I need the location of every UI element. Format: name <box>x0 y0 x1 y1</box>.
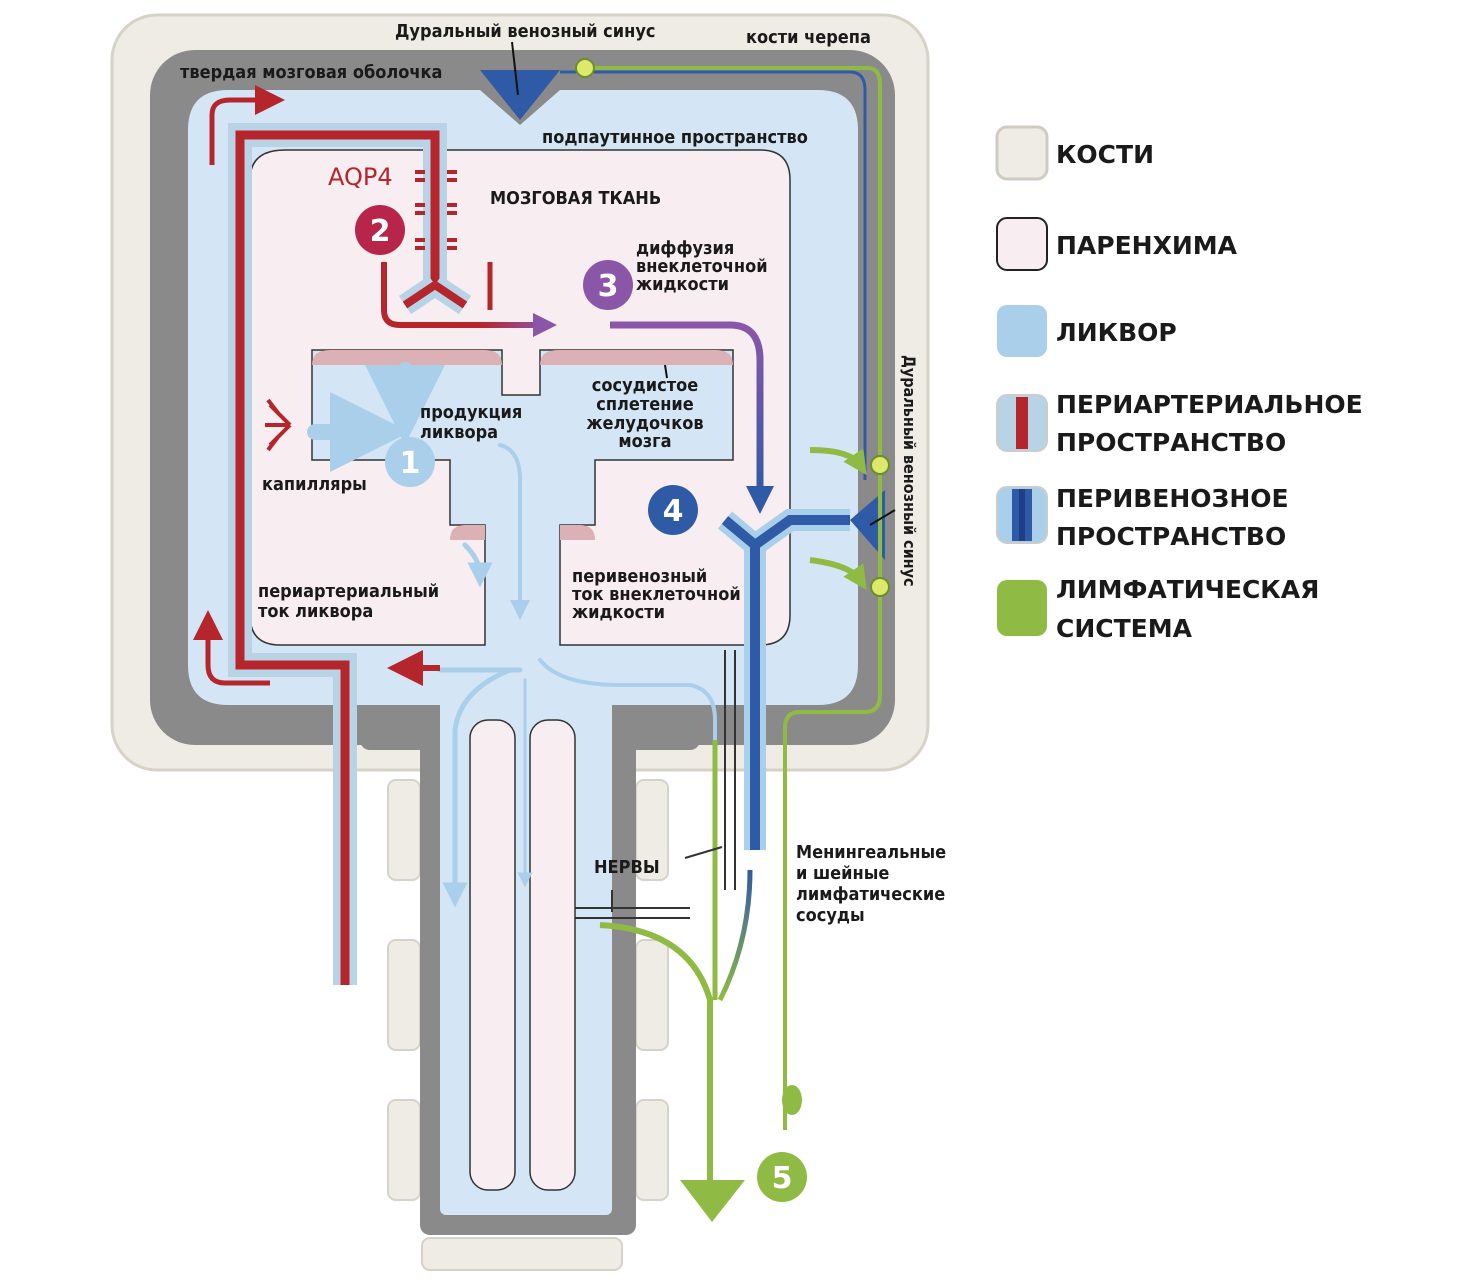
label-nerves: НЕРВЫ <box>594 857 660 878</box>
svg-text:Менингеальные: Менингеальные <box>796 842 946 863</box>
lymphatic-vessels <box>575 58 890 1222</box>
label-subarachnoid: подпаутинное пространство <box>542 127 808 148</box>
step-3: 3 <box>583 260 633 310</box>
label-perivenous-flow: перивенозный ток внеклеточной жидкости <box>572 566 741 623</box>
legend-item-csf: ЛИКВОР <box>997 305 1177 357</box>
legend-item-lymphatic: ЛИМФАТИЧЕСКАЯ СИСТЕМА <box>997 575 1319 643</box>
step-2: 2 <box>355 205 405 255</box>
svg-text:СИСТЕМА: СИСТЕМА <box>1056 614 1193 643</box>
spinal-cord <box>469 719 576 1191</box>
svg-text:ПРОСТРАНСТВО: ПРОСТРАНСТВО <box>1056 428 1286 457</box>
label-csf-production: продукция ликвора <box>420 402 522 443</box>
svg-text:желудочков: желудочков <box>586 413 703 434</box>
label-dura-mater: твердая мозговая оболочка <box>180 62 442 83</box>
svg-text:5: 5 <box>772 1161 793 1196</box>
label-capillaries: капилляры <box>262 474 367 495</box>
svg-text:продукция: продукция <box>420 402 522 423</box>
label-choroid-plexus: сосудистое сплетение желудочков мозга <box>586 375 703 452</box>
svg-text:1: 1 <box>400 446 421 481</box>
legend-item-bones: КОСТИ <box>995 125 1154 181</box>
svg-text:и шейные: и шейные <box>796 863 889 884</box>
step-4: 4 <box>648 485 698 535</box>
svg-text:перивенозный: перивенозный <box>572 566 707 587</box>
svg-text:сосудистое: сосудистое <box>592 375 698 396</box>
svg-text:ЛИКВОР: ЛИКВОР <box>1056 318 1177 347</box>
svg-text:сплетение: сплетение <box>596 394 694 415</box>
svg-text:диффузия: диффузия <box>636 238 734 259</box>
perivenous-vein <box>480 70 885 1002</box>
label-diffusion: диффузия внеклеточной жидкости <box>636 238 768 295</box>
legend-item-periarterial: ПЕРИАРТЕРИАЛЬНОЕ ПРОСТРАНСТВО <box>996 390 1363 457</box>
label-skull-bones: кости черепа <box>746 27 871 48</box>
svg-text:4: 4 <box>663 494 684 529</box>
svg-text:сосуды: сосуды <box>796 905 865 926</box>
svg-text:КОСТИ: КОСТИ <box>1056 140 1154 169</box>
svg-text:ликвора: ликвора <box>420 422 498 443</box>
svg-text:ЛИМФАТИЧЕСКАЯ: ЛИМФАТИЧЕСКАЯ <box>1056 575 1319 604</box>
interstitial-flow-arrow <box>610 321 774 514</box>
svg-text:внеклеточной: внеклеточной <box>636 256 768 277</box>
svg-text:жидкости: жидкости <box>636 274 729 295</box>
label-dural-sinus-side: Дуральный венозный синус <box>900 355 919 587</box>
label-lymph-vessels: Менингеальные и шейные лимфатические сос… <box>796 842 946 926</box>
svg-text:периартериальный: периартериальный <box>258 581 439 602</box>
svg-text:ПЕРИВЕНОЗНОЕ: ПЕРИВЕНОЗНОЕ <box>1056 484 1289 513</box>
label-periarterial-flow: периартериальный ток ликвора <box>258 581 439 622</box>
periarterial-artery <box>193 85 557 985</box>
svg-text:мозга: мозга <box>618 431 671 452</box>
csf-flow-arrows <box>307 362 717 908</box>
svg-text:2: 2 <box>370 214 391 249</box>
svg-text:ток внеклеточной: ток внеклеточной <box>572 584 741 605</box>
svg-text:ток ликвора: ток ликвора <box>258 601 373 622</box>
label-dural-sinus-top: Дуральный венозный синус <box>395 21 655 42</box>
svg-text:лимфатические: лимфатические <box>796 884 945 905</box>
label-brain-tissue: МОЗГОВАЯ ТКАНЬ <box>490 188 661 209</box>
svg-text:3: 3 <box>598 269 619 304</box>
legend: КОСТИ ПАРЕНХИМА ЛИКВОР ПЕРИАРТЕРИАЛЬНОЕ … <box>995 125 1363 643</box>
svg-text:ПЕРИАРТЕРИАЛЬНОЕ: ПЕРИАРТЕРИАЛЬНОЕ <box>1056 390 1363 419</box>
legend-item-parenchyma: ПАРЕНХИМА <box>996 217 1238 271</box>
nerves <box>575 650 736 919</box>
svg-text:жидкости: жидкости <box>572 602 665 623</box>
step-1: 1 <box>385 437 435 487</box>
ventricles <box>312 350 733 540</box>
pointer-lines <box>511 41 896 526</box>
svg-text:ПРОСТРАНСТВО: ПРОСТРАНСТВО <box>1056 522 1286 551</box>
legend-item-perivenous: ПЕРИВЕНОЗНОЕ ПРОСТРАНСТВО <box>996 484 1289 551</box>
svg-text:ПАРЕНХИМА: ПАРЕНХИМА <box>1056 231 1238 260</box>
step-5: 5 <box>757 1152 807 1202</box>
label-aqp4: AQP4 <box>328 163 393 191</box>
